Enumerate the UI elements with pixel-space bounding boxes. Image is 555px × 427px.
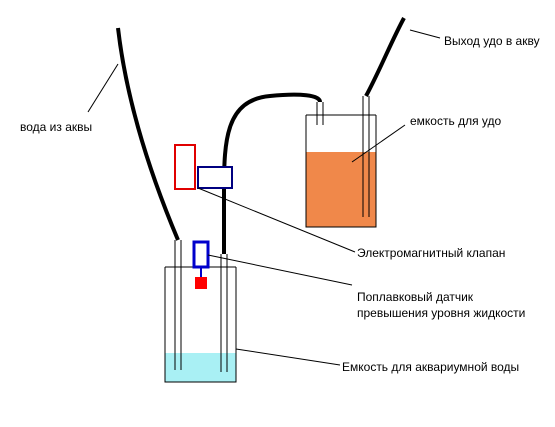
float-weight (195, 277, 207, 289)
outlet-hose (362, 17, 406, 217)
label-aquarium-tank: Емкость для аквариумной воды (342, 360, 519, 374)
label-float-sensor-line2: превышения уровня жидкости (357, 306, 525, 320)
label-fert-tank: емкость для удо (410, 114, 502, 128)
leader-lines (87, 29, 441, 366)
fertilizer-liquid-fill (306, 152, 376, 227)
fertilizer-tank-outline (305, 115, 377, 228)
valve-body (197, 166, 233, 189)
electromagnetic-valve (174, 144, 233, 190)
aquarium-water-fill (165, 353, 236, 382)
valve-coil (174, 144, 196, 190)
transfer-hose (220, 92, 324, 372)
label-water-in: вода из аквы (20, 120, 92, 134)
aquarium-tank-outline (164, 267, 237, 383)
float-level-sensor (192, 240, 210, 289)
label-fert-out: Выход удо в акву (444, 34, 540, 48)
float-sensor-body (192, 240, 210, 269)
fertilizer-tank (305, 114, 377, 228)
label-float-sensor-line1: Поплавковый датчик (357, 290, 474, 304)
inlet-hose (116, 27, 182, 370)
label-valve: Электромагнитный клапан (357, 246, 505, 260)
